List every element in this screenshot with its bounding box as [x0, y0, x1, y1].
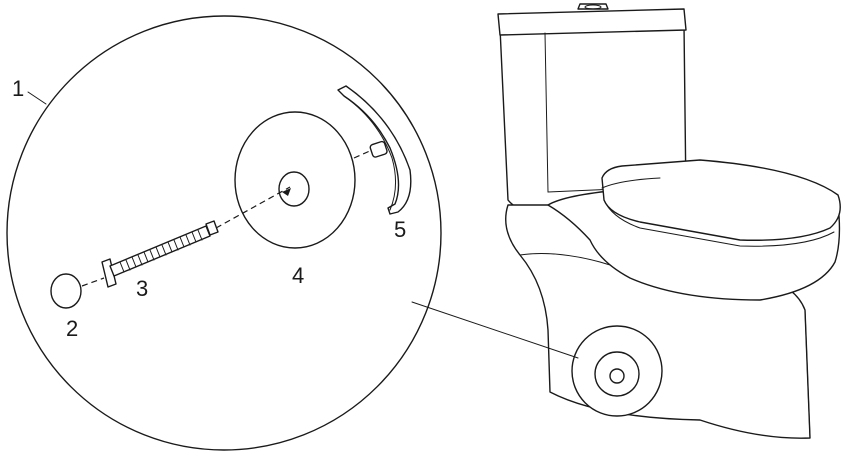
detail-circle — [6, 15, 442, 451]
label-cap: 2 — [66, 316, 78, 341]
flush-button-top — [584, 4, 602, 10]
disc-part — [234, 111, 356, 249]
tank-edge-line — [544, 32, 549, 193]
toilet-illustration — [497, 3, 841, 439]
label-bracket: 5 — [394, 217, 406, 242]
label-disc: 4 — [292, 263, 304, 288]
seat-hinge-line — [601, 177, 661, 189]
bracket-body — [337, 85, 412, 215]
bracket-part — [337, 85, 412, 215]
base-bolt-cover-hole — [609, 368, 625, 384]
bracket-inner-edge — [343, 95, 396, 211]
disc-outer — [234, 111, 356, 249]
bolt-shaft — [109, 225, 211, 277]
disc-hole — [278, 171, 310, 207]
bolt-thread — [119, 229, 203, 273]
base-bolt-cover-inner — [594, 351, 640, 397]
bolt-tip — [205, 220, 219, 236]
bolt-part — [101, 220, 219, 288]
toilet-seat — [601, 159, 841, 241]
label-bolt: 3 — [136, 276, 148, 301]
bolt-head — [101, 258, 117, 288]
toilet-tank-lid — [497, 8, 687, 36]
base-bolt-cover-outer — [571, 325, 663, 417]
detail-leader-line — [411, 301, 579, 359]
axis-dash-disc-bracket — [353, 149, 373, 159]
cap-part — [50, 273, 82, 309]
bracket-pin — [369, 140, 388, 158]
axis-arrowhead — [282, 188, 291, 196]
detail-circle-leader — [27, 91, 47, 105]
axis-dash-bolt-disc — [215, 186, 291, 229]
detail-callout: 1 2 3 4 5 — [6, 15, 442, 451]
axis-dash-cap-bolt — [81, 277, 105, 287]
seat-underside — [603, 199, 835, 247]
base-front-contour — [804, 309, 811, 439]
label-detail-circle: 1 — [12, 76, 24, 101]
